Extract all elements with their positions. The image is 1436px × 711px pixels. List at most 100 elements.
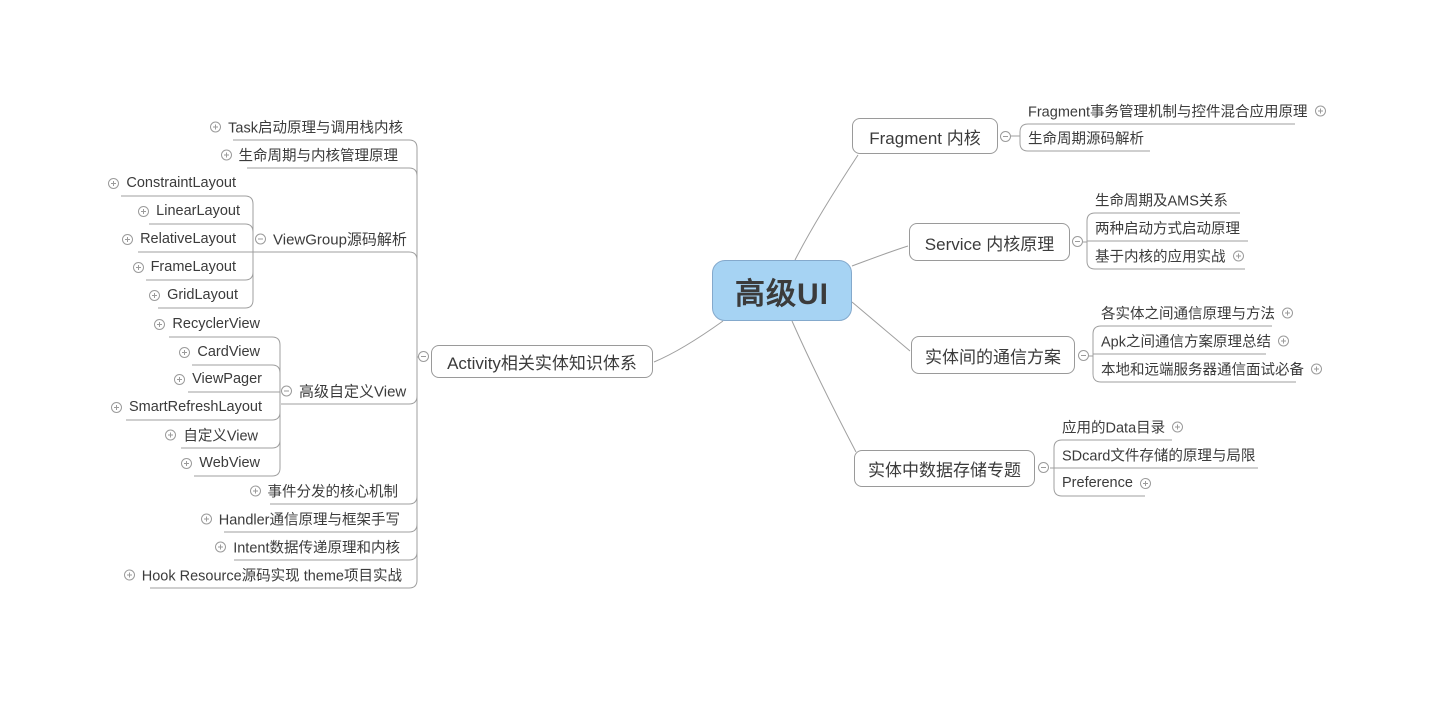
- collapse-icon[interactable]: [1038, 462, 1049, 473]
- expand-icon[interactable]: [138, 205, 150, 217]
- leaf-customview[interactable]: 自定义View: [165, 425, 258, 446]
- leaf-linearlayout[interactable]: LinearLayout: [138, 203, 240, 219]
- root-topic[interactable]: 高级UI: [712, 260, 852, 321]
- leaf-service-start-modes-label: 两种启动方式启动原理: [1095, 221, 1240, 238]
- leaf-apk-communication[interactable]: Apk之间通信方案原理总结: [1101, 331, 1289, 352]
- leaf-recyclerview[interactable]: RecyclerView: [154, 316, 260, 332]
- leaf-lifecycle-kernel-label: 生命周期与内核管理原理: [238, 148, 399, 165]
- expand-icon[interactable]: [111, 401, 123, 413]
- expand-icon[interactable]: [249, 485, 261, 497]
- expand-icon[interactable]: [149, 289, 161, 301]
- leaf-data-directory[interactable]: 应用的Data目录: [1062, 417, 1184, 438]
- expand-icon[interactable]: [1172, 421, 1184, 433]
- leaf-viewpager-label: ViewPager: [192, 371, 262, 387]
- expand-icon[interactable]: [1278, 335, 1289, 347]
- expand-icon[interactable]: [122, 233, 134, 245]
- leaf-sdcard-storage[interactable]: SDcard文件存储的原理与局限: [1062, 445, 1255, 466]
- topic-service[interactable]: Service 内核原理: [909, 223, 1070, 261]
- leaf-service-start-modes[interactable]: 两种启动方式启动原理: [1095, 218, 1240, 239]
- leaf-webview[interactable]: WebView: [181, 455, 260, 471]
- expand-icon[interactable]: [1311, 363, 1322, 375]
- leaf-apk-communication-label: Apk之间通信方案原理总结: [1101, 334, 1271, 351]
- leaf-hook-resource[interactable]: Hook Resource源码实现 theme项目实战: [123, 565, 402, 586]
- leaf-relativelayout-label: RelativeLayout: [140, 231, 236, 247]
- leaf-viewpager[interactable]: ViewPager: [174, 371, 262, 387]
- expand-icon[interactable]: [132, 261, 144, 273]
- leaf-relativelayout[interactable]: RelativeLayout: [122, 231, 236, 247]
- collapse-icon[interactable]: [281, 385, 292, 397]
- topic-activity[interactable]: Activity相关实体知识体系: [431, 345, 653, 378]
- leaf-framelayout-label: FrameLayout: [150, 259, 236, 275]
- leaf-framelayout[interactable]: FrameLayout: [132, 259, 236, 275]
- topic-service-label: Service 内核原理: [924, 234, 1055, 254]
- expand-icon[interactable]: [165, 429, 177, 441]
- root-topic-label: 高级UI: [735, 277, 829, 311]
- expand-icon[interactable]: [1282, 307, 1293, 319]
- collapse-icon[interactable]: [1000, 131, 1011, 142]
- leaf-hook-resource-label: Hook Resource源码实现 theme项目实战: [141, 568, 402, 585]
- group-viewgroup-label: ViewGroup源码解析: [273, 231, 407, 249]
- leaf-preference[interactable]: Preference: [1062, 475, 1151, 491]
- leaf-entity-communication-label: 各实体之间通信原理与方法: [1101, 306, 1275, 323]
- leaf-preference-label: Preference: [1062, 475, 1133, 491]
- leaf-service-lifecycle-ams-label: 生命周期及AMS关系: [1095, 193, 1228, 210]
- leaf-data-directory-label: 应用的Data目录: [1062, 420, 1166, 437]
- leaf-entity-communication[interactable]: 各实体之间通信原理与方法: [1101, 303, 1293, 324]
- leaf-customview-label: 自定义View: [183, 428, 258, 445]
- leaf-service-kernel-practice[interactable]: 基于内核的应用实战: [1095, 246, 1244, 267]
- group-viewgroup[interactable]: ViewGroup源码解析: [255, 229, 407, 250]
- topic-communication-label: 实体间的通信方案: [925, 347, 1061, 367]
- leaf-recyclerview-label: RecyclerView: [172, 316, 260, 332]
- topic-activity-label: Activity相关实体知识体系: [447, 354, 637, 373]
- collapse-icon[interactable]: [1078, 350, 1089, 361]
- expand-icon[interactable]: [154, 318, 166, 330]
- leaf-remote-communication[interactable]: 本地和远端服务器通信面试必备: [1101, 359, 1322, 380]
- leaf-cardview[interactable]: CardView: [179, 344, 260, 360]
- expand-icon[interactable]: [200, 513, 212, 525]
- expand-icon[interactable]: [210, 121, 222, 133]
- leaf-fragment-lifecycle-label: 生命周期源码解析: [1028, 131, 1144, 148]
- leaf-service-lifecycle-ams[interactable]: 生命周期及AMS关系: [1095, 190, 1228, 211]
- leaf-fragment-transaction[interactable]: Fragment事务管理机制与控件混合应用原理: [1028, 101, 1326, 122]
- leaf-gridlayout[interactable]: GridLayout: [149, 287, 238, 303]
- expand-icon[interactable]: [108, 177, 120, 189]
- expand-icon[interactable]: [220, 149, 232, 161]
- expand-icon[interactable]: [1314, 105, 1326, 117]
- leaf-smartrefreshlayout[interactable]: SmartRefreshLayout: [111, 399, 262, 415]
- leaf-sdcard-storage-label: SDcard文件存储的原理与局限: [1062, 448, 1256, 465]
- leaf-handler-label: Handler通信原理与框架手写: [218, 512, 400, 529]
- topic-fragment-label: Fragment 内核: [869, 128, 981, 148]
- topic-fragment[interactable]: Fragment 内核: [852, 118, 998, 154]
- expand-icon[interactable]: [215, 541, 227, 553]
- expand-icon[interactable]: [174, 373, 186, 385]
- topic-storage-label: 实体中数据存储专题: [868, 461, 1021, 480]
- leaf-cardview-label: CardView: [197, 344, 260, 360]
- leaf-event-dispatch-label: 事件分发的核心机制: [267, 484, 399, 501]
- topic-storage[interactable]: 实体中数据存储专题: [854, 450, 1035, 487]
- leaf-smartrefreshlayout-label: SmartRefreshLayout: [129, 399, 262, 415]
- topic-communication[interactable]: 实体间的通信方案: [911, 336, 1075, 374]
- leaf-remote-communication-label: 本地和远端服务器通信面试必备: [1101, 362, 1304, 379]
- leaf-task-label: Task启动原理与调用栈内核: [228, 120, 403, 137]
- group-customview[interactable]: 高级自定义View: [281, 381, 406, 402]
- expand-icon[interactable]: [1232, 250, 1244, 262]
- leaf-task[interactable]: Task启动原理与调用栈内核: [210, 117, 403, 138]
- expand-icon[interactable]: [123, 569, 135, 581]
- leaf-intent[interactable]: Intent数据传递原理和内核: [215, 537, 400, 558]
- leaf-lifecycle-kernel[interactable]: 生命周期与内核管理原理: [220, 145, 399, 166]
- leaf-fragment-lifecycle[interactable]: 生命周期源码解析: [1028, 128, 1144, 149]
- leaf-linearlayout-label: LinearLayout: [156, 203, 240, 219]
- leaf-constraintlayout[interactable]: ConstraintLayout: [108, 175, 236, 191]
- leaf-event-dispatch[interactable]: 事件分发的核心机制: [249, 481, 399, 502]
- leaf-fragment-transaction-label: Fragment事务管理机制与控件混合应用原理: [1028, 104, 1308, 121]
- leaf-intent-label: Intent数据传递原理和内核: [233, 540, 400, 557]
- expand-icon[interactable]: [181, 457, 193, 469]
- collapse-icon[interactable]: [1072, 236, 1083, 247]
- collapse-icon[interactable]: [418, 351, 429, 362]
- leaf-handler[interactable]: Handler通信原理与框架手写: [200, 509, 400, 530]
- expand-icon[interactable]: [179, 346, 191, 358]
- expand-icon[interactable]: [1139, 477, 1151, 489]
- group-customview-label: 高级自定义View: [299, 383, 407, 401]
- collapse-icon[interactable]: [255, 233, 266, 245]
